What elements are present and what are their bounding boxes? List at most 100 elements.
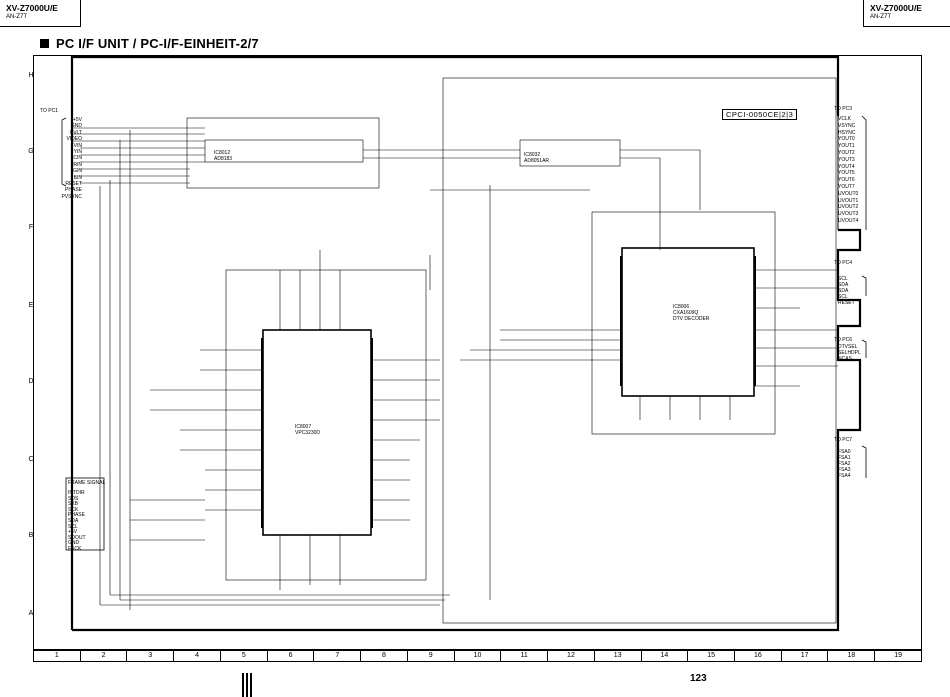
column-label: 11 bbox=[501, 651, 549, 661]
pin-label: SCL bbox=[68, 523, 78, 530]
column-label: 7 bbox=[314, 651, 362, 661]
pin-label: UVOUT0 bbox=[838, 190, 859, 197]
row-label: E bbox=[28, 302, 34, 309]
row-label: B bbox=[28, 532, 34, 539]
connector-label-pc6: TO PC6 bbox=[834, 337, 852, 343]
column-label: 2 bbox=[81, 651, 128, 661]
ic8006-desc: DTV DECODER bbox=[673, 316, 710, 322]
ic8012-part: AD8183 bbox=[214, 156, 233, 162]
pin-label: SKB bbox=[68, 501, 79, 508]
pin-label: GND bbox=[68, 540, 80, 547]
model-sub-left: AN-Z7T bbox=[6, 14, 27, 20]
row-label: A bbox=[28, 610, 34, 617]
pin-label: SCL bbox=[838, 276, 848, 282]
column-label: 3 bbox=[127, 651, 175, 661]
pin-ticks bbox=[261, 256, 756, 528]
page-number: 123 bbox=[690, 673, 707, 684]
pin-label: SCK bbox=[68, 506, 79, 513]
connector-label-pc1: TO PC1 bbox=[40, 108, 58, 114]
connector-label-pc7: TO PC7 bbox=[834, 437, 852, 443]
wiring bbox=[72, 77, 838, 624]
pin-label: FSCK bbox=[68, 546, 82, 552]
column-label: 10 bbox=[455, 651, 502, 661]
ic8007-ref: IC8007 bbox=[295, 424, 312, 430]
title-square-bullet bbox=[40, 39, 49, 48]
column-label: 19 bbox=[894, 652, 902, 659]
pin-label: RESET bbox=[65, 181, 82, 187]
pin-label: GIN bbox=[73, 168, 82, 175]
pin-label: YOUT2 bbox=[838, 150, 855, 156]
schematic-frame bbox=[33, 55, 922, 650]
column-label: 4 bbox=[174, 651, 221, 661]
column-label: 17 bbox=[782, 651, 829, 661]
pin-label: INTDIR bbox=[68, 490, 85, 496]
ic8032-part: AD8051AR bbox=[524, 158, 550, 164]
pin-label: VIDEO bbox=[66, 136, 82, 143]
column-label: 8 bbox=[361, 651, 408, 661]
pin-label: FSA0 bbox=[838, 449, 851, 455]
pin-label: YOUT6 bbox=[838, 177, 855, 184]
schematic-code-box: CPCI-0050CE|2|3 bbox=[722, 109, 798, 120]
ic8006-ref: IC8006 bbox=[673, 304, 690, 310]
column-label: 18 bbox=[828, 651, 876, 661]
pin-label: FSA2 bbox=[838, 461, 851, 467]
column-label: 5 bbox=[221, 651, 268, 661]
pin-label: YOUT3 bbox=[838, 156, 855, 163]
column-label: 14 bbox=[642, 651, 689, 661]
row-label: G bbox=[28, 148, 34, 155]
pin-label: NCAS bbox=[838, 356, 852, 362]
pin-label: YOUT0 bbox=[838, 136, 855, 143]
column-label: 12 bbox=[548, 651, 595, 661]
header-corner-left: XV-Z7000U/E AN-Z7T bbox=[0, 0, 81, 27]
pin-label: RIN bbox=[73, 161, 82, 168]
pin-label: SCL bbox=[838, 294, 848, 300]
ic8007-part: VPC3230D bbox=[295, 430, 321, 436]
frame-signal-box-label: FRAME SIGNAL bbox=[68, 480, 106, 486]
pin-label: SDA bbox=[838, 282, 849, 288]
ic8032-ref: IC8032 bbox=[524, 152, 541, 158]
pin-label: SDA bbox=[68, 518, 79, 524]
pin-label: +5V bbox=[68, 529, 78, 536]
pin-label: YOUT4 bbox=[838, 163, 855, 170]
pin-label: FSA1 bbox=[838, 455, 851, 461]
column-label: 1 bbox=[34, 651, 81, 661]
model-sub-right: AN-Z7T bbox=[870, 14, 891, 20]
pin-label: RESET bbox=[838, 300, 855, 306]
pin-label: GND bbox=[70, 123, 82, 130]
ic8012-ref: IC8012 bbox=[214, 150, 231, 156]
row-label: H bbox=[28, 72, 34, 79]
row-label: C bbox=[28, 456, 34, 463]
connector-brackets bbox=[61, 115, 867, 551]
model-name-right: XV-Z7000U/E bbox=[870, 3, 922, 13]
pin-label: FSA4 bbox=[838, 473, 851, 479]
column-label: 16 bbox=[735, 651, 782, 661]
pin-label: PHASE bbox=[65, 187, 82, 194]
pin-label: UVOUT3 bbox=[838, 211, 859, 218]
pin-label: SDOUT bbox=[68, 534, 86, 541]
row-label: F bbox=[28, 224, 34, 231]
pin-label: YOUT1 bbox=[838, 143, 855, 150]
pin-label: HSYNC bbox=[838, 129, 856, 136]
pin-label: UVOUT4 bbox=[838, 218, 859, 224]
pin-label: YOUT7 bbox=[838, 184, 855, 190]
pin-label: VCLK bbox=[838, 116, 852, 122]
pin-label: DTVSEL bbox=[838, 344, 858, 350]
pin-label: VSYNC bbox=[838, 122, 856, 129]
pin-label: SDS bbox=[68, 495, 79, 502]
connector-label-pc3: TO PC3 bbox=[834, 106, 852, 112]
header-corner-right: XV-Z7000U/E AN-Z7T bbox=[863, 0, 950, 27]
pin-label: YOUT5 bbox=[838, 170, 855, 177]
ic8006-part: CXA1609Q bbox=[673, 310, 699, 316]
pin-label: UVOUT1 bbox=[838, 197, 859, 204]
connector-label-pc4: TO PC4 bbox=[834, 260, 852, 266]
pin-label: CVLT bbox=[69, 129, 82, 136]
column-label: 9 bbox=[408, 651, 455, 661]
pin-label: +5V bbox=[72, 117, 82, 123]
pin-label: SELHDPL bbox=[838, 350, 861, 356]
pin-label: UVOUT2 bbox=[838, 204, 859, 211]
column-label: 13 bbox=[595, 651, 642, 661]
page-title-text: PC I/F UNIT / PC-I/F-EINHEIT-2/7 bbox=[56, 36, 259, 51]
pin-label: CIN bbox=[73, 155, 82, 162]
